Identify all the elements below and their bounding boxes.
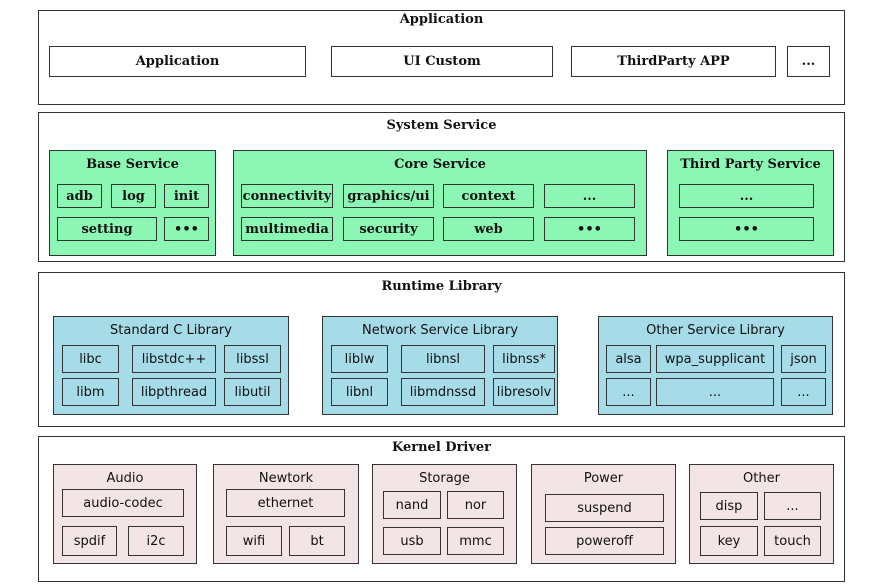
libnsl-box: libnsl <box>401 345 485 373</box>
libc-box: libc <box>62 345 119 373</box>
system-service-layer: System Service Base Service adb log init… <box>38 112 845 262</box>
audio-group: Audio audio-codec spdif i2c <box>53 464 197 564</box>
libresolv-box: libresolv <box>493 378 555 406</box>
application-layer: Application Application UI Custom ThirdP… <box>38 10 845 105</box>
base-service-group: Base Service adb log init setting ••• <box>49 150 216 256</box>
base-more-box: ••• <box>164 217 209 241</box>
context-box: context <box>443 184 534 208</box>
bt-box: bt <box>289 526 345 556</box>
security-box: security <box>343 217 434 241</box>
kernel-driver-title: Kernel Driver <box>391 440 492 455</box>
log-box: log <box>111 184 156 208</box>
libutil-box: libutil <box>224 378 281 406</box>
third-party-service-title: Third Party Service <box>680 157 821 172</box>
libm-box: libm <box>62 378 119 406</box>
runtime-library-title: Runtime Library <box>381 279 502 294</box>
setting-box: setting <box>57 217 157 241</box>
core-more-box-1: ... <box>544 184 635 208</box>
web-box: web <box>443 217 534 241</box>
wpa-supplicant-box: wpa_supplicant <box>656 345 774 373</box>
libnss-box: libnss* <box>493 345 555 373</box>
key-box: key <box>700 526 758 556</box>
base-service-title: Base Service <box>86 157 179 172</box>
power-title: Power <box>583 471 624 486</box>
network-service-library-group: Network Service Library liblw libnsl lib… <box>322 316 558 415</box>
other-driver-more-box: ... <box>764 492 821 520</box>
other-driver-title: Other <box>743 471 780 486</box>
connectivity-box: connectivity <box>241 184 333 208</box>
application-layer-title: Application <box>399 12 484 27</box>
network-driver-group: Newtork ethernet wifi bt <box>213 464 359 564</box>
other-lib-more-box-3: ... <box>781 378 826 406</box>
ethernet-box: ethernet <box>226 489 345 517</box>
other-service-library-group: Other Service Library alsa wpa_supplican… <box>598 316 833 415</box>
adb-box: adb <box>57 184 102 208</box>
storage-title: Storage <box>419 471 470 486</box>
disp-box: disp <box>700 492 758 520</box>
standard-c-library-title: Standard C Library <box>110 323 232 338</box>
other-service-library-title: Other Service Library <box>646 323 785 338</box>
application-more-box: ... <box>787 46 830 77</box>
liblw-box: liblw <box>331 345 388 373</box>
storage-group: Storage nand nor usb mmc <box>372 464 517 564</box>
third-party-more-box-2: ••• <box>679 217 814 241</box>
wifi-box: wifi <box>226 526 282 556</box>
libpthread-box: libpthread <box>132 378 216 406</box>
third-party-more-box-1: ... <box>679 184 814 208</box>
poweroff-box: poweroff <box>545 527 664 555</box>
core-more-box-2: ••• <box>544 217 635 241</box>
nor-box: nor <box>447 491 504 519</box>
ui-custom-box: UI Custom <box>331 46 553 77</box>
alsa-box: alsa <box>606 345 651 373</box>
libstdcpp-box: libstdc++ <box>132 345 216 373</box>
audio-codec-box: audio-codec <box>62 489 184 517</box>
suspend-box: suspend <box>545 494 664 522</box>
multimedia-box: multimedia <box>241 217 333 241</box>
network-driver-title: Newtork <box>258 471 314 486</box>
libnl-box: libnl <box>331 378 388 406</box>
thirdparty-app-box: ThirdParty APP <box>571 46 776 77</box>
mmc-box: mmc <box>447 527 504 555</box>
audio-title: Audio <box>106 471 144 486</box>
libssl-box: libssl <box>224 345 281 373</box>
power-group: Power suspend poweroff <box>531 464 676 564</box>
json-box: json <box>781 345 826 373</box>
application-box: Application <box>49 46 306 77</box>
system-service-title: System Service <box>386 118 497 133</box>
standard-c-library-group: Standard C Library libc libstdc++ libssl… <box>53 316 289 415</box>
third-party-service-group: Third Party Service ... ••• <box>667 150 834 256</box>
usb-box: usb <box>383 527 441 555</box>
kernel-driver-layer: Kernel Driver Audio audio-codec spdif i2… <box>38 436 845 582</box>
libmdnssd-box: libmdnssd <box>401 378 485 406</box>
touch-box: touch <box>764 526 821 556</box>
runtime-library-layer: Runtime Library Standard C Library libc … <box>38 272 845 427</box>
spdif-box: spdif <box>62 526 117 556</box>
init-box: init <box>164 184 209 208</box>
network-service-library-title: Network Service Library <box>361 323 519 338</box>
nand-box: nand <box>383 491 441 519</box>
other-driver-group: Other disp ... key touch <box>689 464 834 564</box>
other-lib-more-box-1: ... <box>606 378 651 406</box>
core-service-group: Core Service connectivity graphics/ui co… <box>233 150 647 256</box>
i2c-box: i2c <box>128 526 184 556</box>
core-service-title: Core Service <box>394 157 486 172</box>
graphics-ui-box: graphics/ui <box>343 184 434 208</box>
other-lib-more-box-2: ... <box>656 378 774 406</box>
